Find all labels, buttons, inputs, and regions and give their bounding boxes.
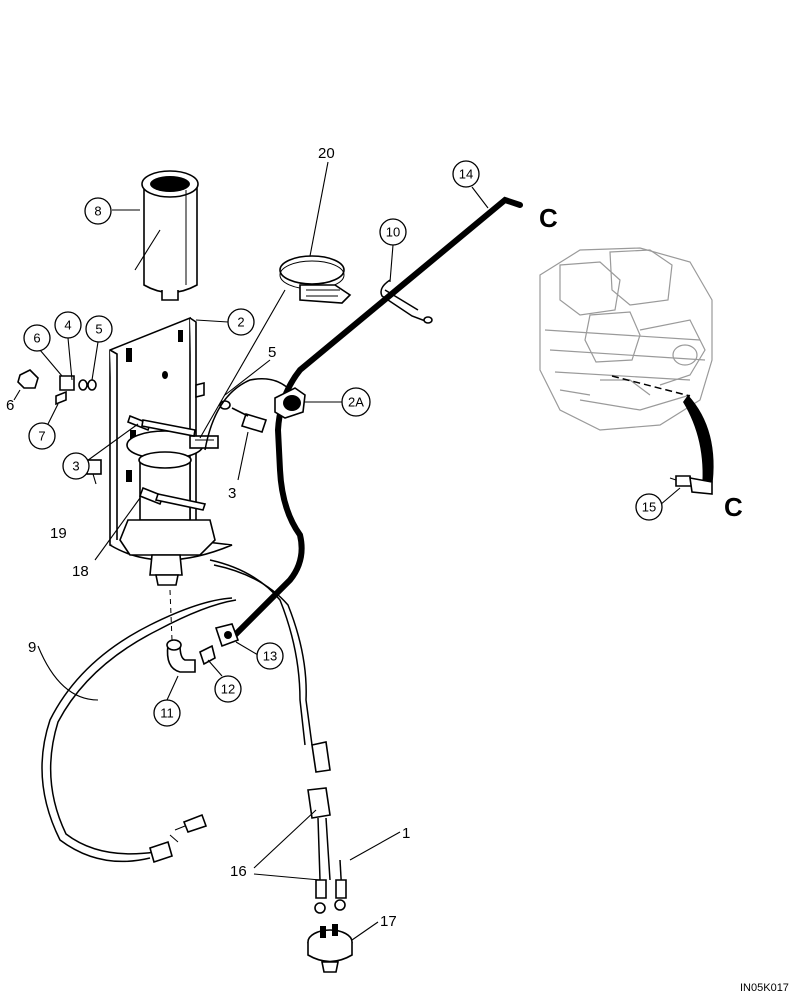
label-9: 9 (28, 639, 36, 656)
callout-3a: 3 (62, 452, 90, 480)
callout-13: 13 (256, 642, 284, 670)
figure-code: IN05K017 (740, 982, 789, 994)
label-3b: 3 (228, 485, 236, 502)
label-6b: 6 (6, 397, 14, 414)
hardware-icon (17, 369, 205, 475)
connection-label-top: C (539, 203, 558, 233)
oil-pressure-switch-icon (307, 924, 353, 973)
callout-10: 10 (379, 218, 407, 246)
fuel-filter-bowl-icon (141, 170, 199, 301)
callout-14: 14 (452, 160, 480, 188)
callout-text-5a: 5 (95, 322, 102, 337)
callout-text-10: 10 (386, 225, 400, 240)
label-20: 20 (318, 145, 335, 162)
callout-11: 11 (153, 699, 181, 727)
fitting-icon (166, 623, 240, 673)
label-5b: 5 (268, 344, 276, 361)
ground-strap-icon (380, 279, 433, 324)
callout-text-15: 15 (642, 500, 656, 515)
wire-harness-icon (307, 741, 347, 914)
label-18: 18 (72, 563, 89, 580)
bolt-icon (127, 400, 268, 511)
callout-4: 4 (54, 311, 82, 339)
callout-6a: 6 (23, 324, 51, 352)
callout-8: 8 (84, 197, 112, 225)
callout-15: 15 (635, 493, 663, 521)
callout-12: 12 (214, 675, 242, 703)
callout-2: 2 (227, 308, 255, 336)
callout-2a: 2A (341, 387, 371, 417)
callout-text-6a: 6 (33, 331, 40, 346)
hose-clamp-icon (279, 255, 352, 304)
engine-block-icon (539, 247, 714, 488)
callout-text-3a: 3 (72, 459, 79, 474)
fitting-15-icon (669, 475, 713, 495)
callout-text-7: 7 (38, 429, 45, 444)
label-1: 1 (402, 825, 410, 842)
leader-lines (13, 161, 681, 941)
label-16: 16 (230, 863, 247, 880)
label-19: 19 (50, 525, 67, 542)
callout-text-14: 14 (459, 167, 473, 182)
callout-5a: 5 (85, 315, 113, 343)
callout-text-13: 13 (263, 649, 277, 664)
callout-text-4: 4 (64, 318, 71, 333)
callout-text-8: 8 (94, 204, 101, 219)
callout-text-11: 11 (160, 706, 174, 721)
pressure-switch-icon (274, 387, 306, 419)
connection-label-bottom: C (724, 492, 743, 522)
callout-7: 7 (28, 422, 56, 450)
callout-text-12: 12 (221, 682, 235, 697)
fuel-hose-14 (227, 196, 523, 643)
callout-text-2: 2 (237, 315, 244, 330)
label-17: 17 (380, 913, 397, 930)
callout-text-2a: 2A (348, 395, 364, 410)
